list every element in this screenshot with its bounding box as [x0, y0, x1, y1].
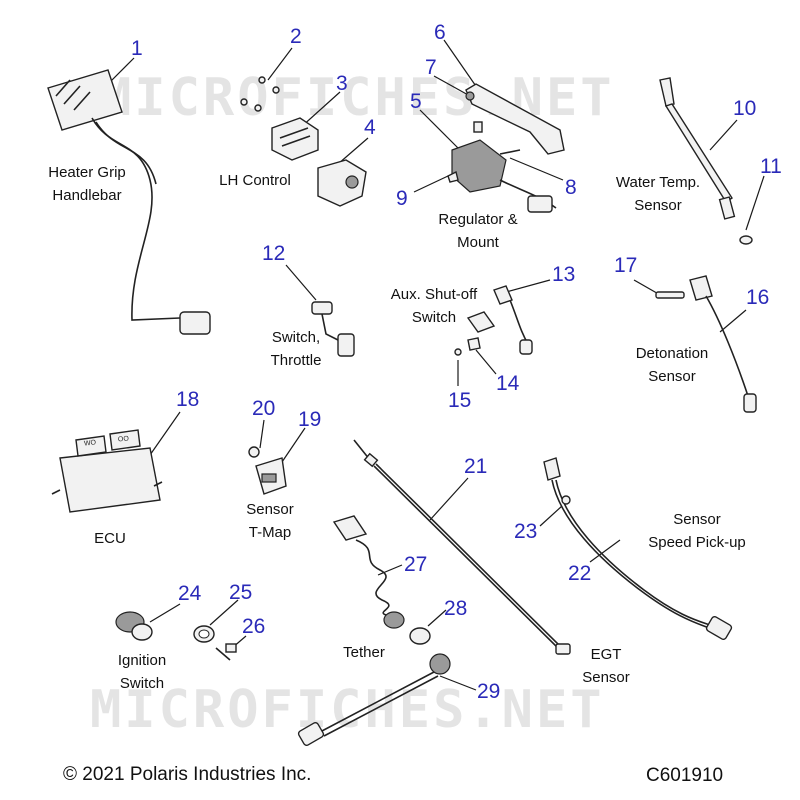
label-aux-shutoff-line2: Switch [411, 309, 457, 326]
label-water-temp-line2: Sensor [634, 197, 682, 214]
heater-grip-part [47, 69, 211, 335]
label-ignition-line2: Switch [119, 675, 165, 692]
watermark-bottom: MICROFICHES.NET [90, 680, 605, 740]
label-lh-control-line1: LH Control [219, 172, 291, 189]
callout-17: 17 [614, 254, 638, 277]
speed-sensor-part [543, 457, 733, 641]
footer-diagram-code: C601910 [646, 765, 724, 786]
ignition-switch-part [115, 611, 237, 661]
label-aux-shutoff-line1: Aux. Shut-off [390, 286, 478, 303]
callout-26: 26 [242, 615, 266, 638]
tether-part [332, 515, 431, 645]
callout-1: 1 [131, 37, 143, 60]
callout-9: 9 [396, 187, 408, 210]
screws-part [240, 76, 280, 112]
callout-4: 4 [364, 116, 376, 139]
label-sensor-speed: Sensor Speed Pick-up [632, 508, 762, 554]
label-aux-shutoff: Aux. Shut-off Switch [370, 283, 498, 329]
callout-12: 12 [262, 242, 286, 265]
callout-8: 8 [565, 176, 577, 199]
label-tether-line1: Tether [343, 644, 385, 661]
callout-6: 6 [434, 21, 446, 44]
callout-19: 19 [298, 408, 322, 431]
throttle-switch-part [311, 301, 355, 357]
label-ecu-line1: ECU [94, 530, 126, 547]
label-lh-control: LH Control [205, 169, 305, 192]
lh-control-part [271, 117, 319, 161]
label-egt-line2: Sensor [582, 669, 630, 686]
leader-lines [91, 39, 765, 691]
tmap-sensor-part [248, 446, 287, 495]
callout-14: 14 [496, 372, 520, 395]
label-sensor-tmap-line1: Sensor [246, 501, 294, 518]
regulator-part [447, 139, 557, 213]
label-switch-throttle: Switch, Throttle [246, 326, 346, 372]
label-ignition: Ignition Switch [100, 649, 184, 695]
callout-3: 3 [336, 72, 348, 95]
callout-10: 10 [733, 97, 757, 120]
callout-11: 11 [760, 155, 782, 178]
callout-24: 24 [178, 582, 202, 605]
label-ecu: ECU [80, 527, 140, 550]
ecu-part [51, 429, 163, 513]
label-sensor-speed-line2: Speed Pick-up [648, 534, 746, 551]
label-regulator-line2: Mount [457, 234, 499, 251]
callout-2: 2 [290, 25, 302, 48]
ecu-button-left: WO [83, 439, 97, 448]
callout-7: 7 [425, 56, 437, 79]
detonation-sensor-part [655, 275, 757, 413]
callout-23: 23 [514, 520, 538, 543]
label-egt-line1: EGT [590, 646, 622, 663]
callout-22: 22 [568, 562, 592, 585]
control-housing-part [317, 159, 367, 207]
label-water-temp-line1: Water Temp. [615, 174, 701, 191]
callout-16: 16 [746, 286, 770, 309]
ecu-button-right: OO [117, 435, 130, 444]
callout-27: 27 [404, 553, 428, 576]
label-heater-grip: Heater Grip Handlebar [22, 161, 152, 207]
aux-shutoff-switch-part [454, 285, 533, 356]
egt-sensor-part [353, 439, 571, 655]
label-sensor-speed-line1: Sensor [673, 511, 721, 528]
footer-copyright: © 2021 Polaris Industries Inc. [63, 764, 312, 785]
label-regulator: Regulator & Mount [418, 208, 538, 254]
label-detonation-line1: Detonation [635, 345, 709, 362]
label-ignition-line1: Ignition [117, 652, 167, 669]
label-detonation-line2: Sensor [648, 368, 696, 385]
label-regulator-line1: Regulator & [438, 211, 518, 228]
label-water-temp: Water Temp. Sensor [598, 171, 718, 217]
callout-25: 25 [229, 581, 253, 604]
callout-21: 21 [464, 455, 488, 478]
callout-13: 13 [552, 263, 576, 286]
label-heater-grip-line2: Handlebar [52, 187, 122, 204]
label-switch-throttle-line1: Switch, [271, 329, 321, 346]
label-egt: EGT Sensor [574, 643, 638, 689]
label-sensor-tmap-line2: T-Map [248, 524, 292, 541]
label-heater-grip-line1: Heater Grip [48, 164, 126, 181]
callout-28: 28 [444, 597, 468, 620]
callout-5: 5 [410, 90, 422, 113]
harness-part [297, 653, 451, 747]
callout-18: 18 [176, 388, 200, 411]
mount-bracket-part [465, 83, 565, 155]
label-detonation: Detonation Sensor [618, 342, 726, 388]
label-tether: Tether [334, 641, 394, 664]
callout-29: 29 [477, 680, 501, 703]
callout-20: 20 [252, 397, 276, 420]
callout-15: 15 [448, 389, 472, 412]
label-switch-throttle-line2: Throttle [270, 352, 322, 369]
water-temp-sensor-part [659, 77, 753, 245]
label-sensor-tmap: Sensor T-Map [228, 498, 312, 544]
